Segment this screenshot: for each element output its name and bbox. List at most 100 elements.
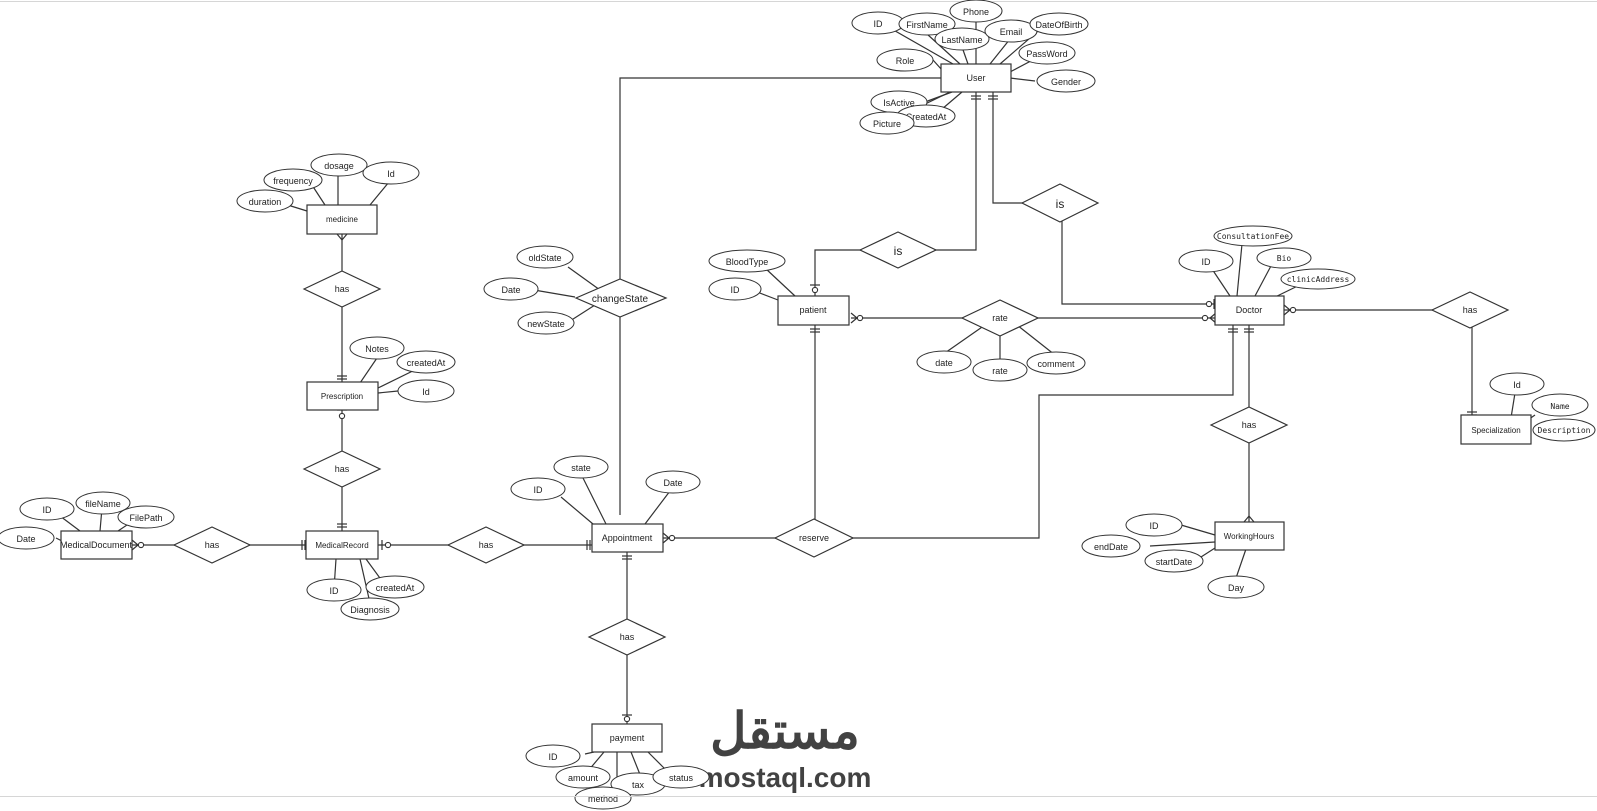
entity-patient-label: patient: [799, 305, 827, 315]
attribute-user-firstname[interactable]: [898, 12, 956, 36]
relationship-is-patient[interactable]: [858, 231, 938, 269]
entity-appointment[interactable]: [591, 523, 664, 553]
canvas-top-border: [0, 1, 1597, 2]
attribute-spec-description[interactable]: [1532, 418, 1596, 442]
entity-specialization[interactable]: [1460, 414, 1532, 445]
entity-doctor[interactable]: [1214, 295, 1285, 326]
attribute-mr-diagnosis[interactable]: [340, 597, 400, 621]
attribute-medicine-duration[interactable]: [236, 189, 294, 213]
relationship-has-document-label: has: [205, 540, 220, 550]
attribute-appt-state[interactable]: [553, 455, 609, 479]
relationship-has-record-label: has: [479, 540, 494, 550]
relationship-has-document[interactable]: [172, 526, 252, 564]
attribute-pay-id[interactable]: [525, 744, 581, 768]
relationship-has-workinghours[interactable]: [1209, 406, 1289, 444]
attribute-appt-id[interactable]: [510, 477, 566, 501]
attribute-user-picture[interactable]: [859, 111, 915, 135]
attribute-spec-id[interactable]: [1489, 372, 1545, 396]
attribute-doctor-bio[interactable]: [1256, 247, 1312, 269]
attribute-prescription-createdat[interactable]: [396, 350, 456, 374]
relationship-changestate[interactable]: [574, 278, 668, 318]
attribute-pay-method[interactable]: [574, 786, 632, 810]
attribute-md-filename[interactable]: [75, 491, 131, 515]
attribute-user-lastname[interactable]: [934, 27, 990, 51]
attribute-pay-tax-label: tax: [632, 780, 645, 790]
attribute-spec-description-label: Description: [1538, 426, 1591, 435]
attribute-medicine-frequency[interactable]: [263, 168, 323, 192]
attribute-doctor-id-label: ID: [1202, 257, 1212, 267]
attribute-cs-newstate-label: newState: [527, 319, 565, 329]
attribute-medicine-id-label: Id: [387, 169, 395, 179]
entity-prescription[interactable]: [306, 381, 379, 411]
attribute-rate-rate[interactable]: [972, 358, 1028, 382]
relationship-has-prescription[interactable]: [302, 450, 382, 488]
attribute-user-email-label: Email: [1000, 27, 1023, 37]
attribute-medicine-id[interactable]: [362, 161, 420, 185]
attribute-mr-diagnosis-label: Diagnosis: [350, 605, 390, 615]
relationship-has-payment-label: has: [620, 632, 635, 642]
relationship-has-specialization-label: has: [1463, 305, 1478, 315]
entities: User patient Doctor medicine Prescriptio…: [60, 63, 1532, 753]
attribute-user-password[interactable]: [1018, 41, 1076, 65]
attribute-prescription-id[interactable]: [397, 379, 455, 403]
entity-medicaldocument[interactable]: [60, 530, 133, 560]
attribute-cs-date[interactable]: [483, 277, 539, 301]
attribute-user-role[interactable]: [876, 48, 934, 72]
attribute-medicine-dosage-label: dosage: [324, 161, 354, 171]
entity-user[interactable]: [940, 63, 1012, 93]
attribute-pay-id-label: ID: [549, 752, 559, 762]
attribute-patient-bloodtype[interactable]: [708, 249, 786, 273]
attribute-rate-date[interactable]: [916, 350, 972, 374]
attribute-cs-oldstate-label: oldState: [528, 253, 561, 263]
attribute-user-lastname-label: LastName: [941, 35, 982, 45]
entity-medicalrecord[interactable]: [305, 530, 379, 560]
attribute-mr-id[interactable]: [306, 578, 362, 602]
entity-prescription-label: Prescription: [321, 392, 363, 401]
attribute-mr-createdat[interactable]: [365, 575, 425, 599]
relationship-is-doctor[interactable]: [1020, 183, 1100, 223]
attribute-user-dob[interactable]: [1029, 12, 1089, 36]
entity-patient[interactable]: [777, 295, 850, 326]
attribute-patient-id-label: ID: [731, 285, 741, 295]
entity-payment[interactable]: [591, 723, 663, 753]
attribute-wh-id[interactable]: [1125, 513, 1183, 537]
attribute-spec-name[interactable]: [1531, 393, 1589, 417]
attribute-user-phone[interactable]: [949, 0, 1003, 23]
attribute-pay-status[interactable]: [652, 765, 710, 789]
relationship-rate[interactable]: [960, 299, 1040, 337]
attribute-medicine-dosage[interactable]: [310, 153, 368, 177]
attribute-wh-day[interactable]: [1207, 575, 1265, 599]
relationship-reserve[interactable]: [773, 518, 855, 558]
entity-medicine[interactable]: [306, 204, 378, 235]
attribute-user-role-label: Role: [896, 56, 915, 66]
attribute-user-id-label: ID: [874, 19, 884, 29]
attribute-md-date[interactable]: [0, 526, 55, 550]
attribute-cs-oldstate[interactable]: [516, 245, 574, 269]
entity-medicalrecord-label: MedicalRecord: [315, 541, 368, 550]
relationship-has-specialization[interactable]: [1430, 291, 1510, 329]
attribute-rate-comment[interactable]: [1026, 351, 1086, 375]
attribute-user-gender[interactable]: [1036, 69, 1096, 93]
attribute-doctor-fee[interactable]: [1213, 225, 1293, 247]
attribute-patient-id[interactable]: [708, 277, 762, 301]
attribute-user-phone-label: Phone: [963, 7, 989, 17]
relationship-has-payment[interactable]: [587, 618, 667, 656]
attribute-wh-enddate[interactable]: [1081, 534, 1141, 558]
attribute-appt-date[interactable]: [645, 470, 701, 494]
attribute-wh-startdate[interactable]: [1144, 549, 1204, 573]
attribute-doctor-id[interactable]: [1178, 249, 1234, 273]
attribute-md-filepath[interactable]: [117, 505, 175, 529]
attribute-prescription-notes[interactable]: [349, 336, 405, 360]
entity-medicaldocument-label: MedicalDocument: [60, 540, 133, 550]
attribute-md-id[interactable]: [19, 497, 75, 521]
entity-workinghours[interactable]: [1214, 521, 1285, 551]
relationship-has-medicine[interactable]: [302, 270, 382, 308]
relationship-has-record[interactable]: [446, 526, 526, 564]
attribute-pay-amount[interactable]: [555, 765, 611, 789]
attribute-user-password-label: PassWord: [1026, 49, 1067, 59]
attribute-wh-enddate-label: endDate: [1094, 542, 1128, 552]
attribute-doctor-address[interactable]: [1280, 268, 1356, 290]
attribute-cs-newstate[interactable]: [517, 311, 575, 335]
attribute-cs-date-label: Date: [501, 285, 520, 295]
attribute-prescription-createdat-label: createdAt: [407, 358, 446, 368]
